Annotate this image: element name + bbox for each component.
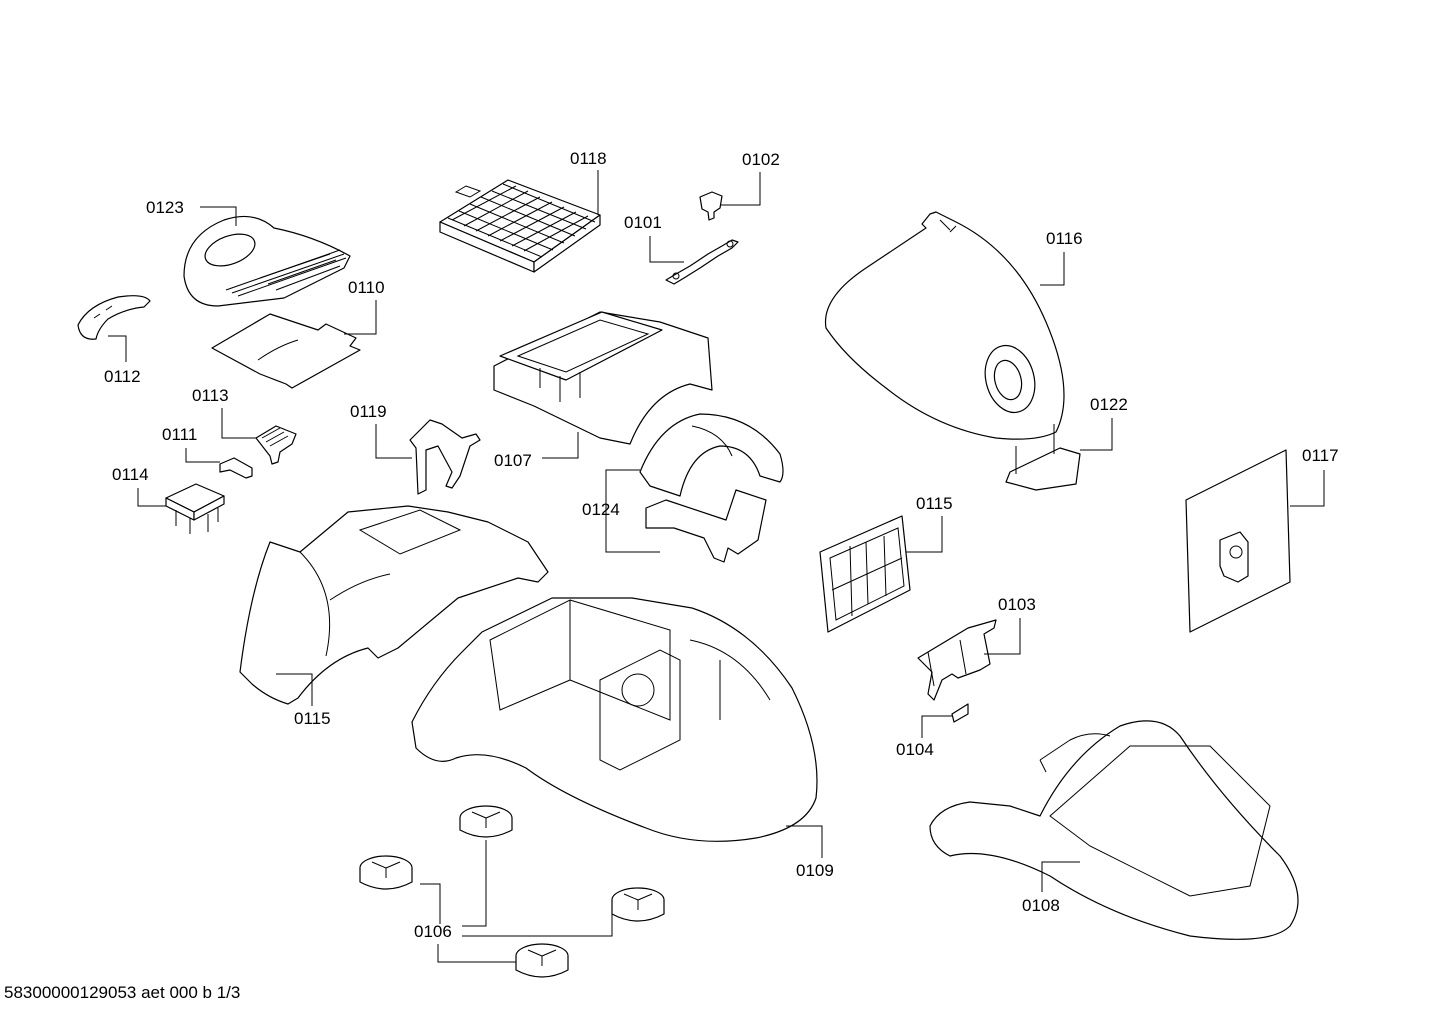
label-0114: 0115 [916,494,953,513]
part-0107-housing[interactable]: 0107 [493,311,713,470]
part-0101-lever[interactable]: 0101 [624,213,739,285]
part-0106-castor-wheels[interactable]: 0106 [359,805,665,978]
part-0124-duct[interactable]: 0124 [582,413,784,563]
part-0108-frame[interactable]: 0108 [929,720,1299,940]
label-0110: 0112 [104,367,141,386]
part-0109-chassis[interactable]: 0109 [411,597,834,880]
label-0113: 0113 [192,386,229,405]
label-0121: 0110 [348,278,385,297]
label-0104: 0104 [896,740,934,759]
part-0122-latch[interactable]: 0122 [1005,395,1128,491]
label-0109: 0109 [796,861,834,880]
wheel-2 [359,855,413,890]
label-0111: 0111 [162,425,197,444]
label-0117: 0117 [1302,446,1339,465]
wheel-1 [459,805,513,838]
part-0118-filter[interactable]: 0118 [439,149,607,273]
label-0124: 0124 [582,500,620,519]
wheel-3 [611,887,665,922]
part-0115-front-body[interactable]: 0115 [239,505,549,728]
label-0122: 0122 [1090,395,1128,414]
label-0102: 0102 [742,150,780,169]
label-0115: 0115 [294,709,331,728]
label-0123: 0123 [146,198,184,217]
part-0111-clip[interactable]: 0111 [162,425,253,479]
label-0116: 0116 [1046,229,1083,248]
part-0121-sheet[interactable]: 0110 [211,278,385,389]
part-0104-clip[interactable]: 0104 [896,703,969,759]
part-0116-lid[interactable]: 0116 [824,211,1083,440]
label-0107: 0107 [494,451,532,470]
part-0102-clip[interactable]: 0102 [699,150,780,221]
part-0103-spring-bracket[interactable]: 0103 [917,595,1036,701]
part-0110-button[interactable]: 0112 [77,295,151,386]
part-0114-filter-frame[interactable]: 0115 [819,494,953,633]
wheel-4 [515,943,569,978]
label-0106: 0106 [414,922,452,941]
part-0123-top-cover[interactable]: 0123 [146,198,351,307]
label-0103: 0103 [998,595,1036,614]
label-0119: 0119 [350,402,387,421]
part-0119-bracket[interactable]: 0119 [350,402,481,495]
label-0118: 0118 [570,149,607,168]
label-0101: 0101 [624,213,662,232]
part-0113-grille[interactable]: 0113 [192,386,297,465]
label-0112: 0114 [112,465,149,484]
drawing-number-footer: 58300000129053 aet 000 b 1/3 [4,983,240,1002]
part-0112-grille[interactable]: 0114 [112,465,225,534]
part-0117-dust-bag[interactable]: 0117 [1185,446,1339,633]
label-0108: 0108 [1022,896,1060,915]
